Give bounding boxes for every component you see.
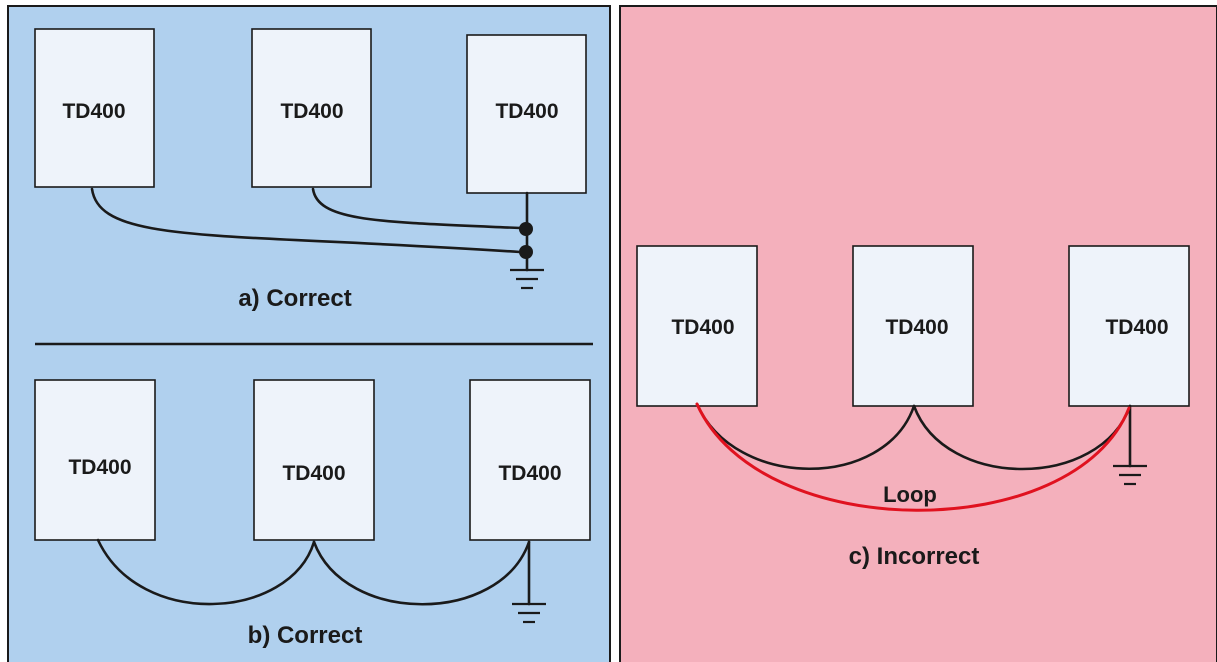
device-label: TD400 [68, 456, 131, 479]
ground-symbol [510, 268, 544, 290]
device-box: TD400 [1068, 245, 1190, 407]
device-box: TD400 [34, 379, 156, 541]
panel-caption: b) Correct [248, 622, 363, 649]
ground-wire [912, 404, 1132, 471]
ground-wire [312, 540, 531, 606]
device-label: TD400 [885, 316, 948, 339]
panel-caption: a) Correct [238, 285, 351, 312]
device-label: TD400 [62, 100, 125, 123]
panel-caption: c) Incorrect [849, 543, 980, 570]
device-box: TD400 [34, 28, 155, 188]
ground-wire [96, 538, 316, 606]
device-label: TD400 [671, 316, 734, 339]
device-label: TD400 [498, 462, 561, 485]
junction-dot [519, 245, 533, 259]
ground-wire [695, 402, 916, 470]
ground-wire [311, 187, 522, 230]
ground-symbol [512, 602, 546, 624]
device-label: TD400 [1105, 316, 1168, 339]
device-box: TD400 [469, 379, 591, 541]
junction-dot [519, 222, 533, 236]
loop-wire [695, 402, 1131, 512]
ground-wire [90, 187, 522, 254]
loop-label: Loop [883, 482, 937, 507]
device-box: TD400 [253, 379, 375, 541]
device-box: TD400 [251, 28, 372, 188]
device-box: TD400 [466, 34, 587, 194]
device-label: TD400 [282, 462, 345, 485]
device-label: TD400 [495, 100, 558, 123]
device-box: TD400 [852, 245, 974, 407]
panel-a: TD400 TD400 TD400 a) Correct [34, 28, 587, 312]
device-box: TD400 [636, 245, 758, 407]
panel-c: TD400 TD400 TD400 Loop c) Incorrect [636, 245, 1190, 570]
panel-b: TD400 TD400 TD400 b) Correct [34, 379, 591, 649]
device-label: TD400 [280, 100, 343, 123]
ground-symbol [1113, 464, 1147, 486]
